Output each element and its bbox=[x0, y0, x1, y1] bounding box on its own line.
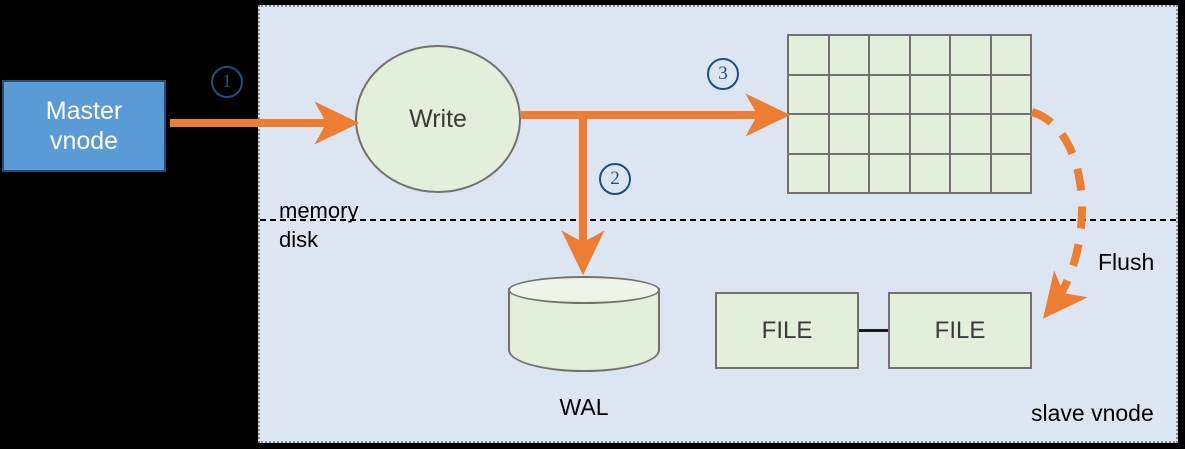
grid-cell bbox=[789, 115, 828, 153]
step-number-3: 3 bbox=[707, 58, 739, 90]
file-box-2-label: FILE bbox=[934, 316, 986, 344]
grid-cell bbox=[951, 115, 990, 153]
grid-cell bbox=[910, 75, 949, 113]
step-number-2-label: 2 bbox=[610, 168, 620, 189]
grid-cell bbox=[870, 154, 909, 192]
grid-cell bbox=[910, 115, 949, 153]
master-vnode-label-line1: Master bbox=[45, 96, 123, 125]
file-box-1-label: FILE bbox=[761, 316, 813, 344]
grid-cell bbox=[870, 36, 909, 74]
grid-cell bbox=[870, 75, 909, 113]
wal-cylinder-top bbox=[508, 276, 660, 304]
grid-cell bbox=[829, 36, 868, 74]
grid-cell bbox=[910, 36, 949, 74]
file-box-1: FILE bbox=[715, 292, 859, 369]
disk-label: disk bbox=[279, 227, 319, 252]
file-box-2: FILE bbox=[888, 292, 1032, 369]
master-vnode-label-line2: vnode bbox=[49, 127, 119, 155]
step-number-1: 1 bbox=[211, 66, 243, 98]
step-number-1-label: 1 bbox=[222, 71, 232, 92]
grid-cell bbox=[910, 154, 949, 192]
grid-cell bbox=[789, 154, 828, 192]
grid-cell bbox=[991, 154, 1030, 192]
file-connector-line bbox=[859, 329, 888, 332]
step-number-3-label: 3 bbox=[718, 63, 728, 84]
grid-cell bbox=[870, 115, 909, 153]
wal-cylinder bbox=[508, 276, 660, 372]
flush-label: Flush bbox=[1098, 249, 1155, 275]
grid-cell bbox=[829, 75, 868, 113]
slave-vnode-label: slave vnode bbox=[1031, 400, 1154, 426]
grid-cell bbox=[951, 36, 990, 74]
grid-cell bbox=[991, 75, 1030, 113]
grid-cell bbox=[789, 36, 828, 74]
grid-cell bbox=[829, 154, 868, 192]
memory-grid bbox=[787, 34, 1032, 194]
grid-cell bbox=[991, 36, 1030, 74]
grid-cell bbox=[829, 115, 868, 153]
step-number-2: 2 bbox=[599, 163, 631, 195]
grid-cell bbox=[951, 154, 990, 192]
grid-cell bbox=[951, 75, 990, 113]
memory-label: memory bbox=[279, 198, 359, 223]
write-node-label: Write bbox=[409, 104, 467, 133]
master-vnode-box: Master vnode bbox=[2, 80, 166, 172]
grid-cell bbox=[991, 115, 1030, 153]
wal-label: WAL bbox=[559, 394, 609, 420]
write-node: Write bbox=[355, 45, 521, 193]
grid-cell bbox=[789, 75, 828, 113]
memory-disk-divider bbox=[260, 219, 1176, 221]
